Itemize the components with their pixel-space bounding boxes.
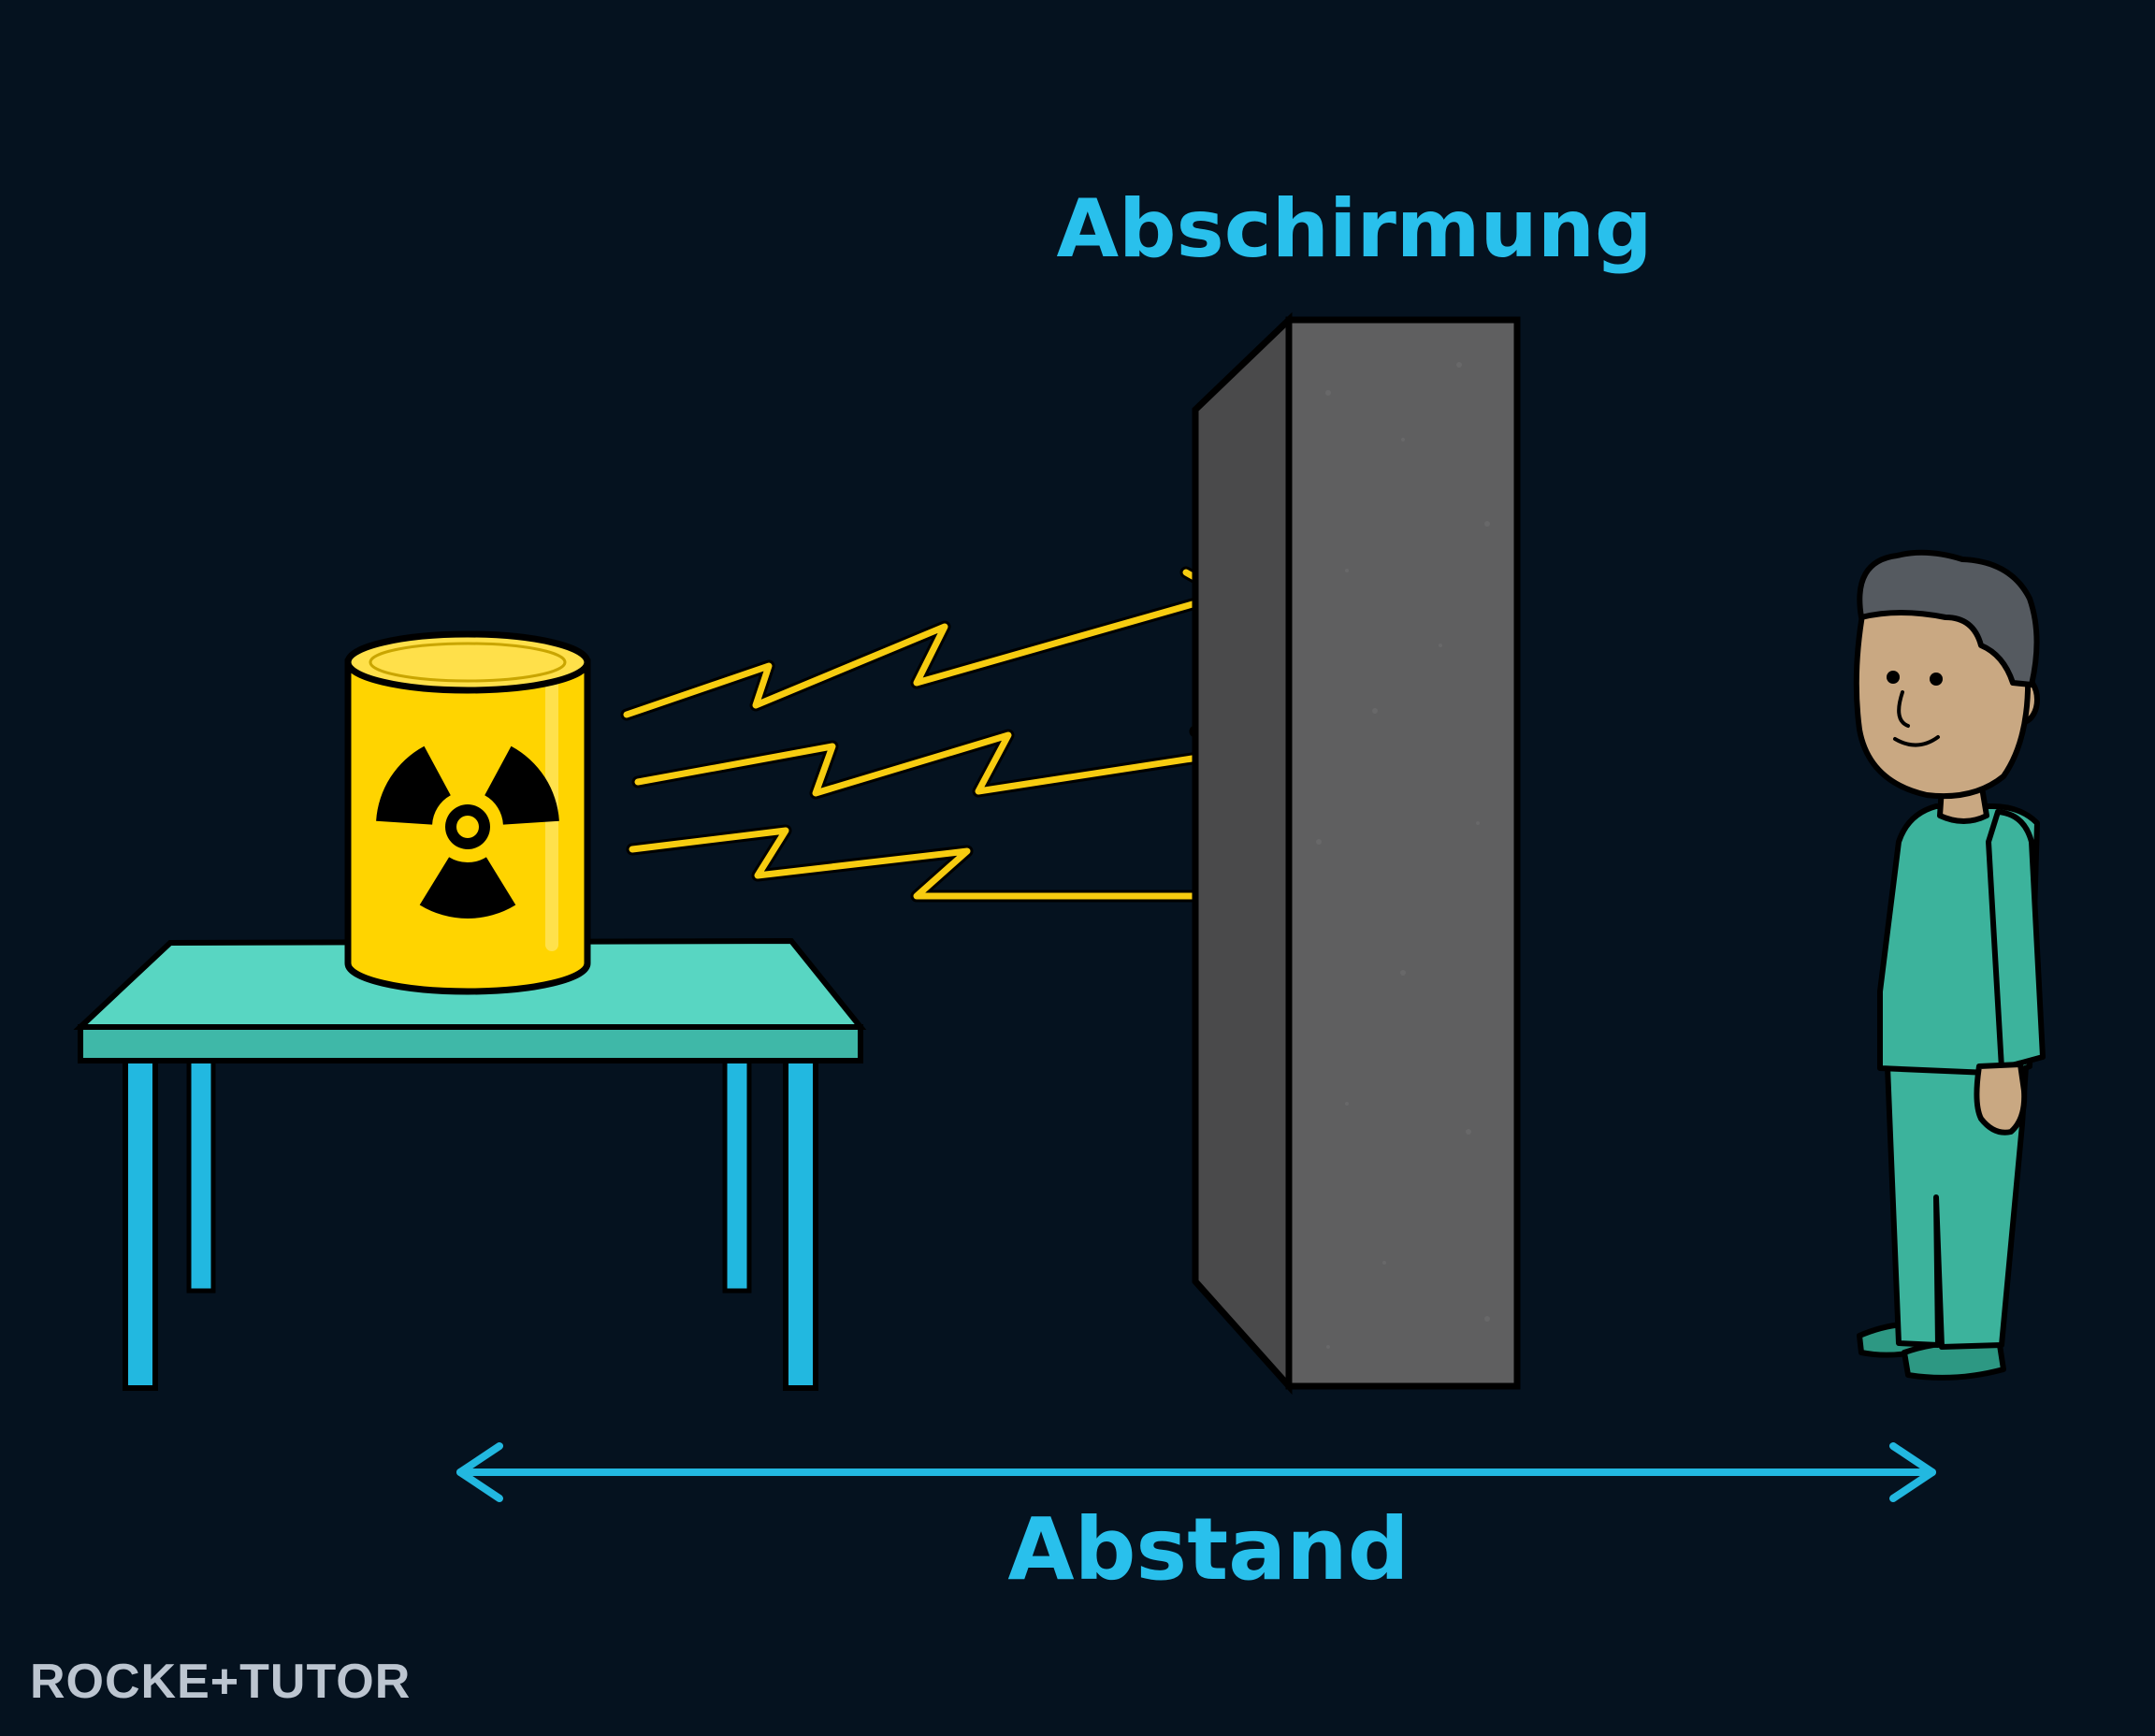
ray-middle	[634, 731, 1238, 797]
trefoil-blade-bottom	[419, 857, 516, 919]
table-leg-back-right	[722, 1056, 752, 1294]
mouth	[1893, 735, 1940, 747]
arm	[1986, 809, 2046, 1071]
person-figure	[1853, 549, 2046, 1381]
radiation-barrel-icon	[344, 630, 591, 995]
distance-arrowhead-left	[456, 1442, 503, 1502]
wall-texture	[1316, 362, 1490, 1349]
brand-logo: ROCKE+TUTOR	[30, 1655, 412, 1709]
eye-right	[1930, 673, 1943, 686]
table-edge	[78, 1024, 863, 1063]
trefoil-center-ring	[456, 816, 479, 838]
double-headed-arrow	[456, 1442, 1936, 1502]
table	[73, 937, 867, 1391]
radiation-trefoil-icon	[376, 745, 559, 919]
ray-top	[623, 591, 1229, 718]
concrete-wall	[1192, 311, 1521, 1396]
lightning-ray-arrows	[620, 566, 1243, 927]
ray-bottom	[629, 827, 1240, 900]
wall-side	[1192, 311, 1293, 1396]
table-leg-back-left	[186, 1056, 216, 1294]
table-leg-front-left	[123, 1058, 158, 1391]
trefoil-blade-left	[376, 745, 451, 825]
wall-front	[1285, 316, 1521, 1390]
trefoil-blade-right	[485, 745, 559, 825]
distance-arrowhead-right	[1889, 1442, 1936, 1502]
barrel-lid-rim	[369, 642, 567, 683]
distance-label: Abstand	[1007, 1499, 1409, 1599]
eye-left	[1887, 671, 1900, 684]
hair	[1857, 549, 2040, 687]
shield-label: Abschirmung	[1056, 182, 1652, 276]
table-leg-front-right	[783, 1058, 818, 1391]
nose	[1897, 690, 1910, 728]
hand	[1974, 1062, 2028, 1136]
